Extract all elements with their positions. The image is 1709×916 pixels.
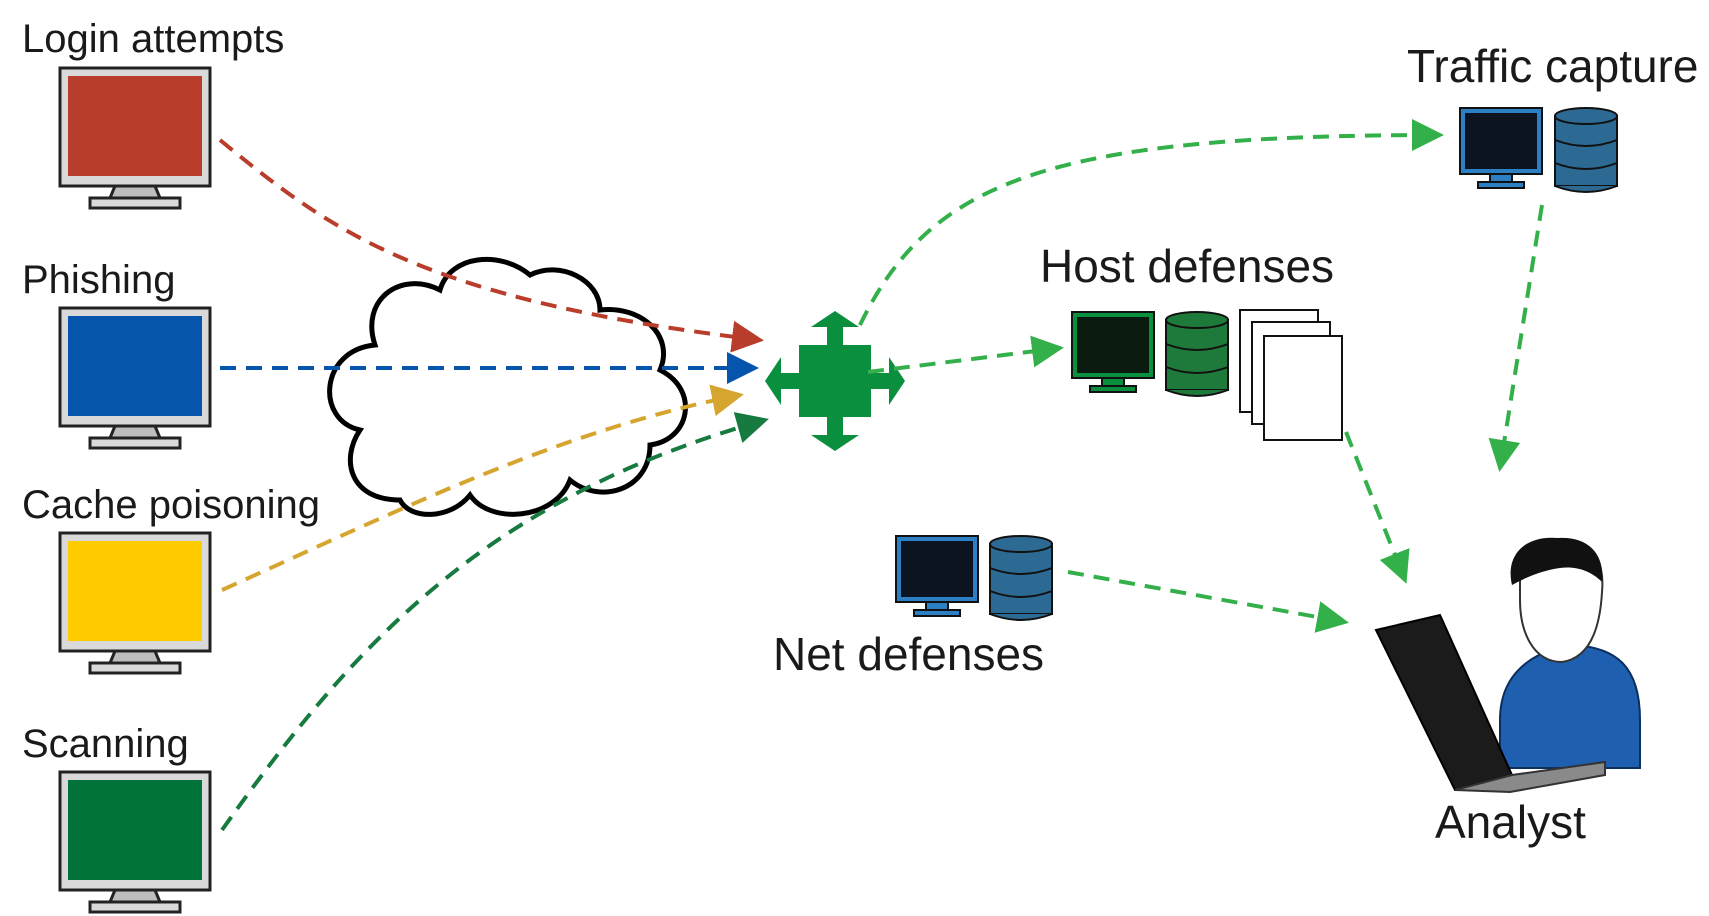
analyst-label: Analyst	[1435, 796, 1586, 848]
router-to-host-defenses-arrow	[867, 335, 1064, 374]
cache-poisoning-attack-arrow	[221, 384, 744, 592]
source-cache-poisoning: Cache poisoning	[22, 483, 320, 675]
source-phishing: Phishing	[22, 258, 212, 450]
scanning-monitor-screen	[68, 780, 202, 880]
internet-cloud-icon	[327, 256, 688, 517]
host-defenses-label: Host defenses	[1040, 240, 1334, 292]
host-defenses-node: Host defenses	[1040, 240, 1343, 441]
login-attack-arrow	[218, 138, 764, 353]
phishing-monitor-icon	[58, 306, 212, 450]
net-defenses-monitor-icon	[895, 535, 979, 617]
traffic-capture-label: Traffic capture	[1407, 40, 1698, 92]
source-login-attempts: Login attempts	[22, 17, 284, 210]
analyst-node: Analyst	[1374, 537, 1641, 848]
analyst-person-icon	[1499, 537, 1641, 769]
router-to-traffic-capture-arrow	[858, 119, 1444, 326]
host-defenses-to-analyst-arrow	[1344, 431, 1410, 584]
net-defenses-to-analyst-arrow	[1067, 570, 1349, 633]
host-defenses-database-icon	[1165, 311, 1229, 397]
net-defenses-node: Net defenses	[773, 535, 1053, 680]
traffic-capture-database-icon	[1554, 107, 1618, 193]
cache-poisoning-monitor-screen	[68, 541, 202, 641]
traffic-capture-monitor-icon	[1459, 107, 1543, 189]
login-attempts-label: Login attempts	[22, 17, 284, 61]
router-icon	[765, 311, 905, 451]
login-monitor-icon	[58, 66, 212, 210]
scanning-monitor-icon	[58, 770, 212, 914]
scanning-attack-arrow	[220, 412, 769, 832]
cache-poisoning-monitor-icon	[58, 531, 212, 675]
source-scanning: Scanning	[22, 722, 212, 914]
cache-poisoning-label: Cache poisoning	[22, 483, 320, 527]
scanning-label: Scanning	[22, 722, 189, 766]
login-monitor-screen	[68, 76, 202, 176]
net-defenses-label: Net defenses	[773, 628, 1044, 680]
net-defenses-database-icon	[989, 535, 1053, 621]
analyst-laptop-icon	[1374, 613, 1606, 794]
phishing-monitor-screen	[68, 316, 202, 416]
host-defenses-documents-icon	[1239, 309, 1343, 441]
host-defenses-monitor-icon	[1071, 311, 1155, 393]
traffic-capture-to-analyst-arrow	[1488, 204, 1544, 472]
phishing-label: Phishing	[22, 258, 175, 302]
traffic-capture-node: Traffic capture	[1407, 40, 1698, 193]
